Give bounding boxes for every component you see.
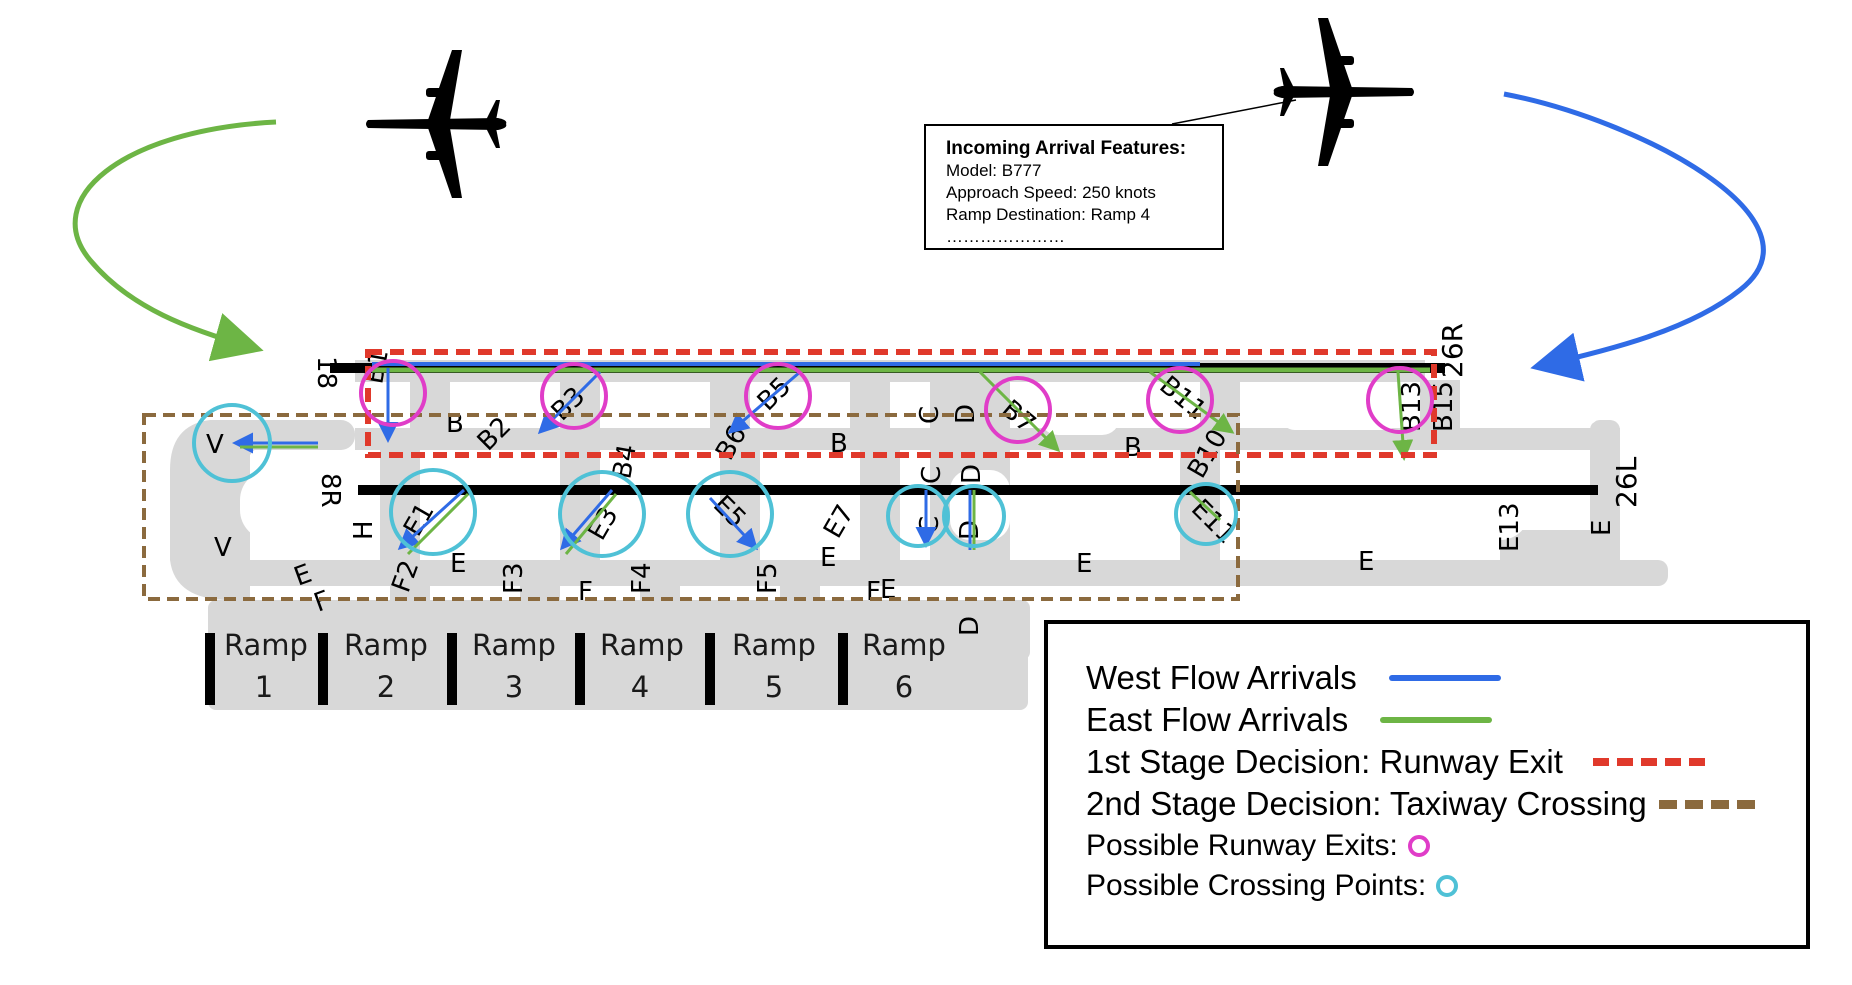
possible-crossing-points [192,403,1238,558]
ramp-labels: Ramp 1 Ramp 2 Ramp 3 Ramp 4 Ramp 5 Ramp … [224,628,946,704]
ramp-2-number: 2 [377,670,395,704]
stage2-taxiway-crossing-box [142,413,1240,601]
legend-stage2-label: 2nd Stage Decision: Taxiway Crossing [1086,785,1647,822]
label-e-3: E [820,543,836,573]
info-callout-line [1171,99,1297,125]
crossing-circle-e3[interactable] [558,470,646,558]
runway-26R-label: 26R [1436,323,1469,378]
airplane-icon-east-facing [366,50,507,198]
exit-circle-b5[interactable] [744,362,812,430]
crossing-circle-v[interactable] [192,403,272,483]
label-c-mid: C [917,466,947,484]
label-f-3: F [866,577,881,607]
runway-8R-label: 8R [315,473,345,508]
info-model: Model: B777 [946,161,1042,180]
exit-circle-swatch [1407,835,1430,857]
exit-circle-b3[interactable] [540,362,608,430]
label-e-6: E [1587,520,1617,536]
crossing-circle-e1[interactable] [389,468,477,556]
crossing-circle-e11[interactable] [1174,482,1238,546]
ramp-area [205,633,965,705]
info-more: ………………… [946,227,1065,246]
legend-exits-label: Possible Runway Exits: [1086,829,1398,862]
legend-row-exits: Possible Runway Exits: [1086,826,1430,866]
label-e-5: E [1358,547,1374,577]
legend-row-west-flow: West Flow Arrivals [1086,658,1501,698]
stage1-runway-exit-box [365,349,1437,458]
crossing-circle-d[interactable] [942,484,1006,548]
label-e-4: E [1076,549,1092,579]
legend-stage1-label: 1st Stage Decision: Runway Exit [1086,743,1563,780]
label-f4: F4 [627,563,657,595]
label-v-west: V [214,533,232,563]
ramp-6-number: 6 [895,670,913,704]
runway-south [358,485,1598,495]
label-d-south: D [955,616,985,636]
legend-row-east-flow: East Flow Arrivals [1086,700,1493,740]
label-e13: E13 [1495,502,1525,552]
east-flow-approach-arc [72,119,277,362]
ramp-1-word: Ramp [224,628,308,662]
ramp-1-number: 1 [255,670,273,704]
incoming-arrival-features-box: Incoming Arrival Features: Model: B777 A… [924,124,1224,250]
legend-row-stage2: 2nd Stage Decision: Taxiway Crossing [1086,784,1755,824]
ramp-3-number: 3 [505,670,523,704]
ramp-5-word: Ramp [732,628,816,662]
east-flow-swatch [1380,717,1493,723]
exit-circle-b1[interactable] [359,359,427,427]
label-b2: B2 [472,411,518,457]
west-flow-approach-arc [1503,91,1766,382]
ramp-3-word: Ramp [472,628,556,662]
stage1-swatch [1592,758,1705,766]
label-f3: F3 [499,563,529,595]
label-c-cross: C [915,516,945,534]
info-box-title: Incoming Arrival Features: [946,138,1187,159]
runway-26L-label: 26L [1610,456,1643,508]
exit-arrows [232,368,1414,556]
info-speed: Approach Speed: 250 knots [946,183,1156,202]
runway-18-label: 18 [311,356,341,389]
info-ramp: Ramp Destination: Ramp 4 [946,205,1151,224]
label-b-east: B [1124,433,1142,463]
legend-west-flow-label: West Flow Arrivals [1086,659,1357,696]
label-d-mid: D [957,464,987,484]
legend-crossings-label: Possible Crossing Points: [1086,869,1427,902]
ramp-2-word: Ramp [344,628,428,662]
airplane-icon-west-facing [1273,18,1414,166]
legend: West Flow Arrivals East Flow Arrivals 1s… [1044,620,1810,949]
west-flow-swatch [1388,675,1501,681]
crossing-circle-c[interactable] [886,484,950,548]
crossing-circle-swatch [1436,875,1459,897]
ramp-4-number: 4 [631,670,649,704]
legend-row-crossings: Possible Crossing Points: [1086,866,1459,906]
ramp-6-word: Ramp [862,628,946,662]
stage2-swatch [1658,799,1755,809]
possible-runway-exits [359,359,1434,444]
label-v-crossing: V [206,430,224,460]
label-b-mid: B [830,429,848,459]
exit-circle-b7[interactable] [984,376,1052,444]
exit-circle-b13[interactable] [1366,366,1434,434]
legend-row-stage1: 1st Stage Decision: Runway Exit [1086,742,1705,782]
label-f-2: F [578,577,593,607]
label-h: H [349,520,379,540]
label-e-1: E [450,549,466,579]
label-f5: F5 [753,563,783,595]
legend-east-flow-label: East Flow Arrivals [1086,701,1349,738]
ramp-4-word: Ramp [600,628,684,662]
ramp-5-number: 5 [765,670,783,704]
crossing-circle-e5[interactable] [686,470,774,558]
exit-circle-b11[interactable] [1146,366,1214,434]
